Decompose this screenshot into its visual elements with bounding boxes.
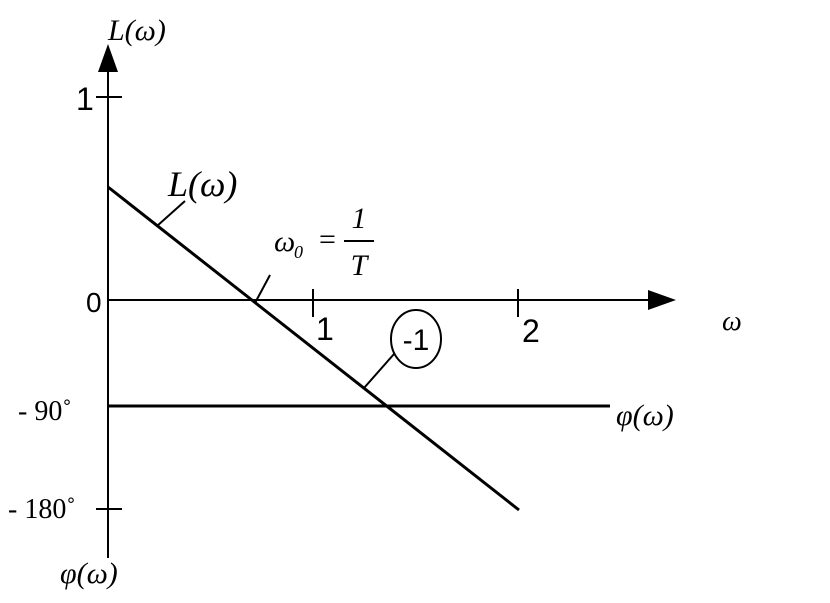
slope-leader xyxy=(363,353,395,389)
tick-y-minus90-label: - 90˚ xyxy=(18,396,72,427)
tick-x-two-label: 2 xyxy=(522,313,540,349)
tick-y-minus180-label: - 180˚ xyxy=(8,494,76,525)
crossover-equals: = xyxy=(319,223,336,256)
crossover-leader xyxy=(254,274,271,304)
x-axis-label: ω xyxy=(722,306,742,337)
y-axis-label-bottom: φ(ω) xyxy=(60,557,118,590)
crossover-subscript: 0 xyxy=(294,242,303,262)
magnitude-label-leader xyxy=(156,200,186,227)
slope-badge-label: -1 xyxy=(403,324,430,357)
tick-x-one-label: 1 xyxy=(316,311,334,347)
magnitude-curve-label: L(ω) xyxy=(167,164,237,204)
horizontal-axis-arrow xyxy=(648,290,676,310)
slope-badge-circle xyxy=(390,309,442,369)
y-axis-label: L(ω) xyxy=(107,14,166,47)
phase-curve-label: φ(ω) xyxy=(616,399,674,432)
vertical-axis-arrow xyxy=(98,44,118,72)
magnitude-line xyxy=(107,185,520,512)
tick-y-one-label: 1 xyxy=(76,81,94,117)
crossover-symbol: ω xyxy=(274,225,295,258)
tick-y-zero-label: 0 xyxy=(86,287,102,318)
crossover-denominator: T xyxy=(351,249,370,282)
crossover-numerator: 1 xyxy=(352,202,367,235)
